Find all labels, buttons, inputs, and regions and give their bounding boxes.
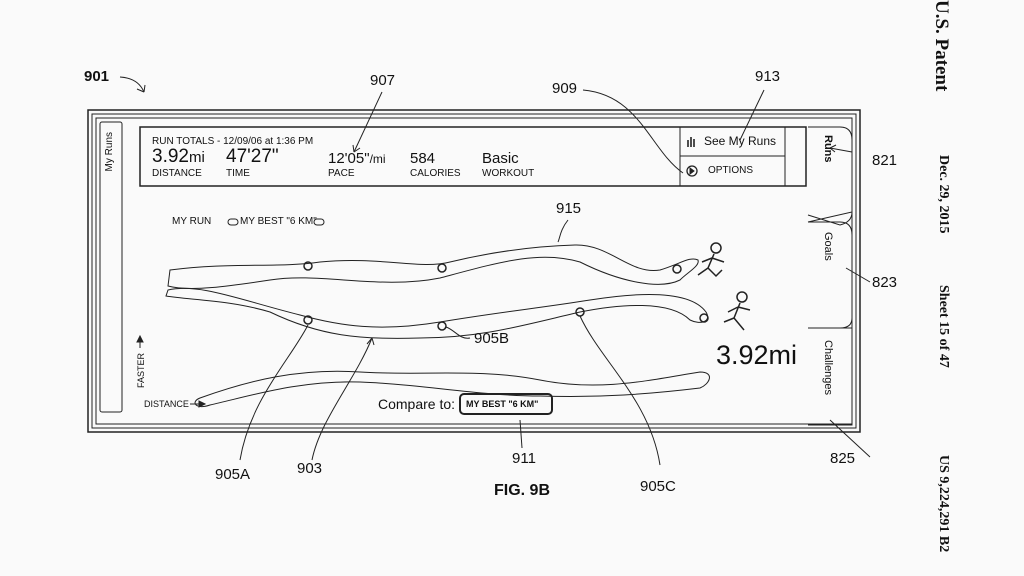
ref-901: 901 bbox=[84, 68, 110, 85]
patent-title: U.S. Patent bbox=[931, 0, 952, 92]
tab-goals[interactable]: Goals bbox=[822, 232, 834, 261]
ref-905c: 905C bbox=[640, 478, 676, 495]
legend-my-best: MY BEST "6 KM" bbox=[240, 216, 317, 227]
tab-challenges[interactable]: Challenges bbox=[822, 340, 834, 396]
runner-icon bbox=[723, 291, 751, 331]
stat-value: Basic bbox=[482, 150, 519, 167]
patent-sheet: Sheet 15 of 47 bbox=[936, 285, 951, 368]
patent-number: US 9,224,291 B2 bbox=[936, 455, 951, 553]
run-totals-title: RUN TOTALS - 12/09/06 at 1:36 PM bbox=[152, 136, 314, 147]
stat-label: PACE bbox=[328, 168, 355, 179]
ref-905b: 905B bbox=[474, 330, 510, 347]
ref-909: 909 bbox=[552, 80, 578, 97]
stat-time: 47'27"TIME bbox=[226, 146, 279, 179]
axis-faster: FASTER bbox=[136, 352, 146, 388]
legend-my-run: MY RUN bbox=[172, 216, 212, 227]
ref-907: 907 bbox=[370, 72, 396, 89]
ref-903: 903 bbox=[297, 460, 323, 477]
stat-value: 47'27" bbox=[226, 146, 279, 167]
ref-915: 915 bbox=[556, 200, 582, 217]
stat-unit: /mi bbox=[369, 152, 386, 166]
ref-905a: 905A bbox=[215, 466, 251, 483]
tab-runs[interactable]: Runs bbox=[822, 135, 834, 163]
options-button[interactable]: OPTIONS bbox=[708, 165, 754, 176]
stat-label: CALORIES bbox=[410, 168, 461, 179]
runner-icon bbox=[697, 242, 725, 278]
stat-value: 12'05" bbox=[328, 150, 370, 167]
stat-unit: mi bbox=[188, 149, 205, 166]
see-my-runs-button[interactable]: See My Runs bbox=[704, 134, 777, 148]
axis-distance: DISTANCE bbox=[144, 399, 189, 409]
ref-913: 913 bbox=[755, 68, 781, 85]
compare-select[interactable]: MY BEST "6 KM" bbox=[466, 399, 539, 409]
tab-my-runs[interactable]: My Runs bbox=[104, 132, 115, 172]
stat-label: DISTANCE bbox=[152, 168, 202, 179]
compare-label: Compare to: bbox=[378, 396, 456, 412]
stat-label: WORKOUT bbox=[482, 168, 535, 179]
patent-date: Dec. 29, 2015 bbox=[936, 155, 951, 234]
figure-label: FIG. 9B bbox=[494, 482, 551, 499]
stat-label: TIME bbox=[226, 168, 250, 179]
ref-911: 911 bbox=[512, 450, 536, 467]
stat-value: 584 bbox=[410, 150, 436, 167]
distance-total: 3.92mi bbox=[716, 340, 798, 370]
ref-825: 825 bbox=[830, 450, 856, 467]
ref-823: 823 bbox=[872, 274, 898, 291]
ref-821: 821 bbox=[872, 152, 898, 169]
stat-value: 3.92 bbox=[152, 146, 189, 167]
